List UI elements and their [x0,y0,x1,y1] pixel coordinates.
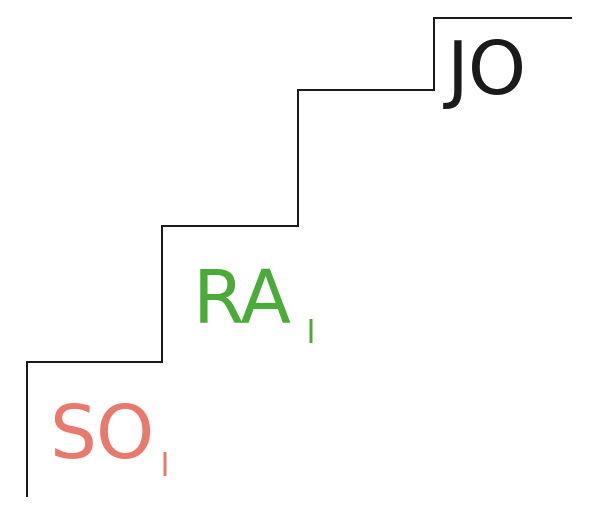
step-1-label: SO [50,390,153,476]
step-3-label: JO [443,26,525,112]
step-2-label: RA [193,255,291,341]
step-3: JO [443,26,526,112]
staircase-outline [26,17,572,497]
step-2: RA [193,255,313,343]
step-1: SO [50,390,167,476]
